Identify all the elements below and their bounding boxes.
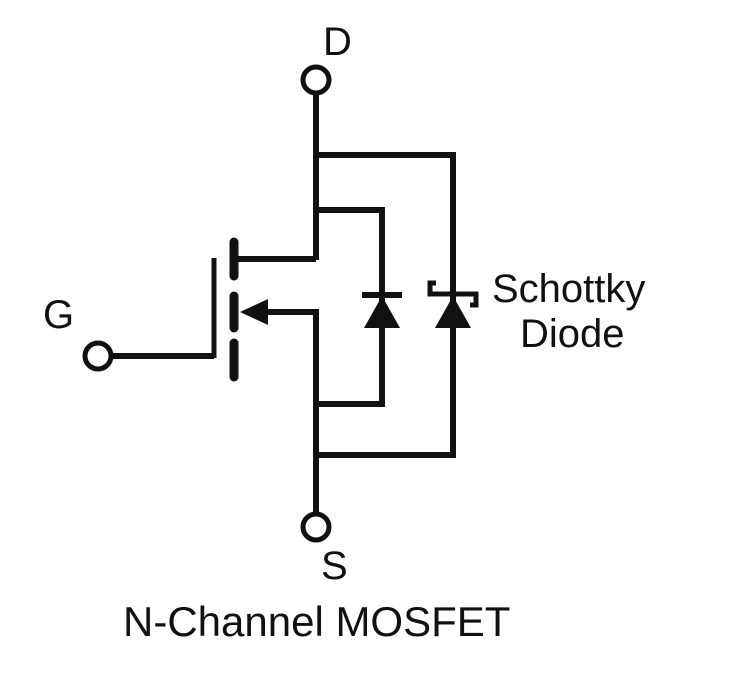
schottky-diode-symbol (427, 280, 479, 328)
drain-label: D (323, 20, 352, 64)
schottky-diode-bar (427, 280, 479, 308)
body-diode-symbol (362, 292, 402, 328)
body-diode-triangle (364, 296, 400, 328)
body-diode-wire (316, 207, 385, 407)
drain-terminal-icon (300, 64, 332, 96)
source-terminal-icon (300, 511, 332, 543)
schottky-diode-triangle (435, 296, 471, 328)
terminals (82, 64, 332, 543)
schottky-label-line1: Schottky (492, 267, 645, 311)
gate-terminal-icon (82, 340, 114, 372)
source-label: S (321, 544, 348, 588)
body-diode-bar (362, 292, 402, 298)
schottky-label-line2: Diode (520, 312, 625, 356)
substrate-arrow (240, 299, 268, 325)
diagram-caption: N-Channel MOSFET (123, 598, 510, 645)
circuit-wires (113, 94, 456, 513)
gate-label: G (43, 293, 74, 337)
